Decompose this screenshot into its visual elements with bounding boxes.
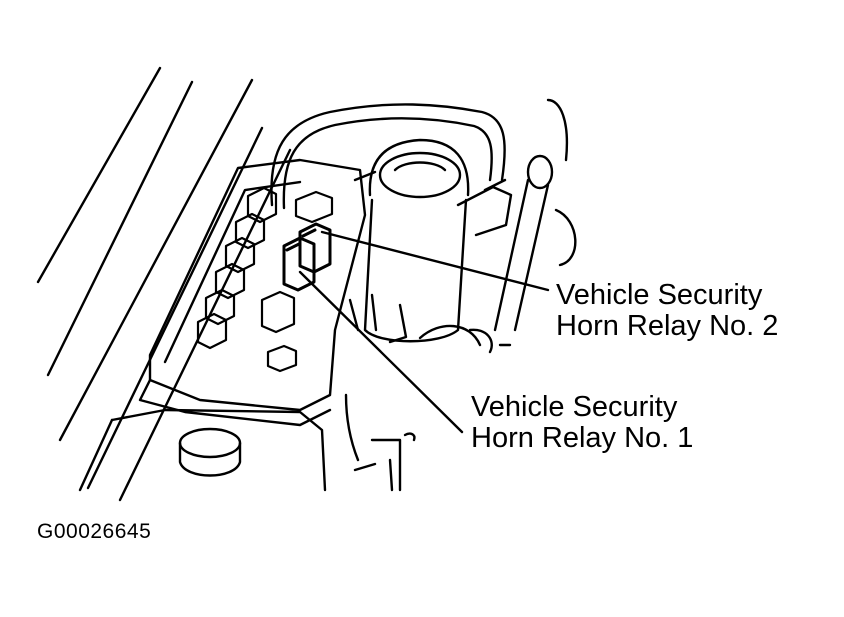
leader-line-relay-1 [298, 270, 464, 434]
label-horn-relay-1: Vehicle Security Horn Relay No. 1 [471, 392, 693, 454]
label-horn-relay-2-line2: Horn Relay No. 2 [556, 310, 779, 342]
lower-details [344, 293, 512, 492]
horn-relays-highlight [282, 222, 332, 292]
label-horn-relay-1-line2: Horn Relay No. 1 [471, 422, 694, 454]
right-pipe [493, 98, 577, 332]
label-horn-relay-2: Vehicle Security Horn Relay No. 2 [556, 280, 778, 342]
label-horn-relay-1-line1: Vehicle Security [471, 391, 678, 423]
reservoir [353, 138, 513, 343]
leader-lines [298, 230, 550, 434]
figure-id: G00026645 [37, 520, 152, 543]
fender-lines [36, 66, 292, 502]
relay-modules [196, 186, 334, 373]
hose-loop [270, 103, 506, 210]
label-horn-relay-2-line1: Vehicle Security [556, 279, 763, 311]
leader-line-relay-2 [320, 230, 550, 292]
lower-housing [78, 408, 327, 492]
